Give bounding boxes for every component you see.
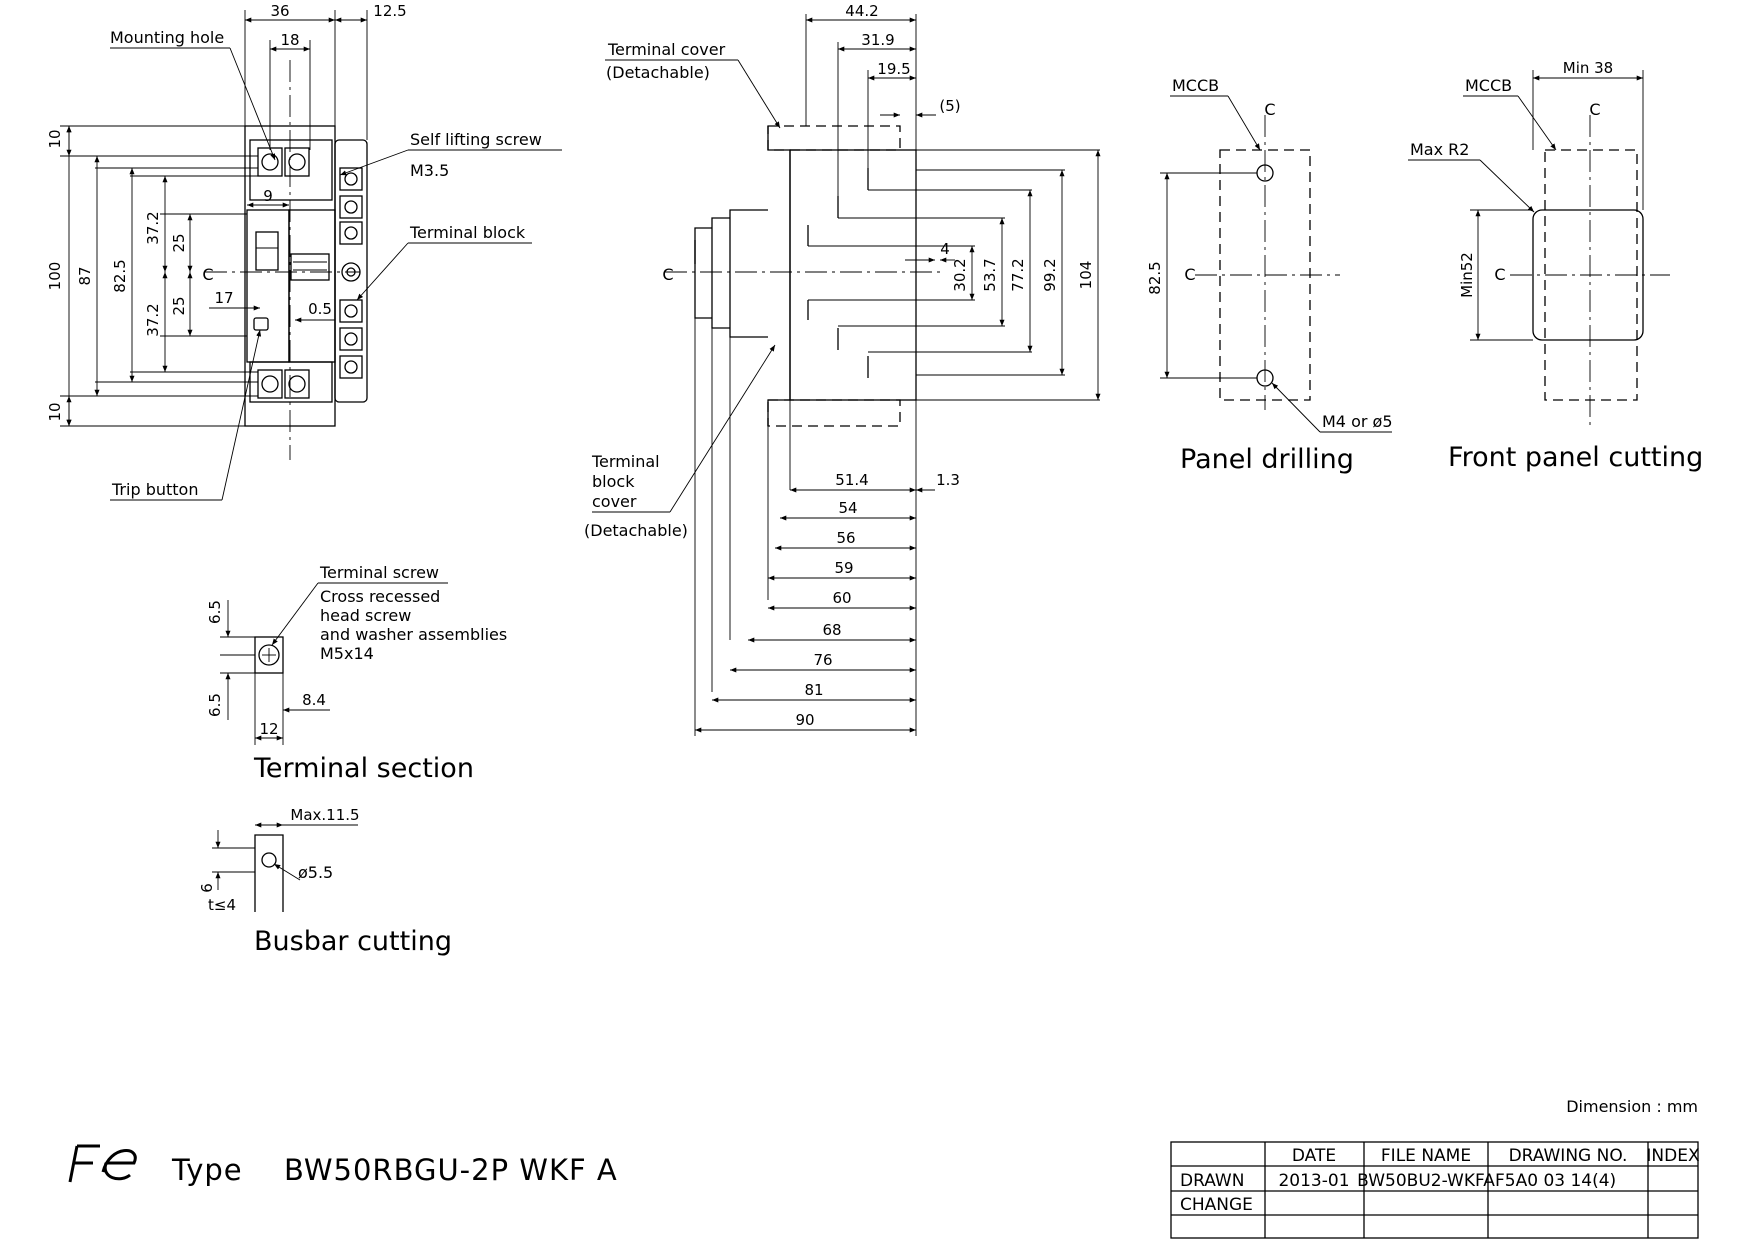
dim-pole-pitch: 18: [280, 31, 299, 49]
dim-lower-37-2: 37.2: [144, 303, 162, 336]
terminal-desc-2: head screw: [320, 606, 411, 625]
terminal-cover-label: Terminal cover: [607, 40, 726, 59]
row-change-label: CHANGE: [1180, 1195, 1253, 1215]
busbar-cutting: Max.11.5 6 t≤4 ø5.5 Busbar cutting: [198, 806, 452, 957]
dim-99-2: 99.2: [1041, 258, 1059, 291]
screw-size-label: M3.5: [410, 161, 449, 180]
type-model: BW50RBGU-2P WKF A: [284, 1153, 618, 1187]
dim-height-100: 100: [46, 262, 64, 291]
dim-terminal-block: 12.5: [373, 2, 406, 20]
tb-cover-label-2: block: [592, 472, 635, 491]
dim-4: 4: [940, 240, 950, 258]
terminal-cover-note: (Detachable): [606, 63, 710, 82]
cutting-min-width: Min 38: [1563, 59, 1613, 77]
cutting-centerline-left: C: [1494, 265, 1505, 284]
dim-90: 90: [795, 711, 814, 729]
dim-lower-25: 25: [170, 296, 188, 315]
header-drawing-no: DRAWING NO.: [1509, 1146, 1628, 1166]
tb-cover-note: (Detachable): [584, 521, 688, 540]
self-lifting-screw-label: Self lifting screw: [410, 130, 542, 149]
fe-logo: [68, 1144, 137, 1183]
drilling-centerline-left: C: [1184, 265, 1195, 284]
dim-104: 104: [1077, 261, 1095, 290]
dim-76: 76: [813, 651, 832, 669]
dim-top-margin: 10: [46, 129, 64, 148]
header-index: INDEX: [1646, 1146, 1700, 1166]
terminal-dim-top: 6.5: [206, 600, 224, 624]
header-file-name: FILE NAME: [1381, 1146, 1471, 1166]
front-view: 36 18 12.5 10 100 87 82.5 37.2 37.2 25 2…: [46, 2, 562, 501]
busbar-max-width: Max.11.5: [290, 806, 359, 824]
terminal-dim-width: 12: [259, 720, 278, 738]
terminal-screw-title: Terminal screw: [319, 563, 439, 582]
header-date: DATE: [1292, 1146, 1336, 1166]
tb-cover-label-1: Terminal: [591, 452, 660, 471]
dim-60: 60: [832, 589, 851, 607]
terminal-block-label: Terminal block: [409, 223, 526, 242]
busbar-thickness: t≤4: [208, 896, 236, 914]
terminal-dim-8-4: 8.4: [302, 691, 326, 709]
mounting-hole-label: Mounting hole: [110, 28, 224, 47]
tb-cover-label-3: cover: [592, 492, 637, 511]
terminal-section: 6.5 6.5 12 8.4 Terminal screw Cross rece…: [206, 563, 507, 784]
side-view: 44.2 31.9 19.5 (5) 4 30.2 53.7 77.2 99.2…: [584, 2, 1101, 736]
dim-gap: 0.5: [308, 300, 332, 318]
dim-1-3: 1.3: [936, 471, 960, 489]
dimension-unit-note: Dimension : mm: [1566, 1097, 1698, 1116]
front-panel-cutting: Min 38 Min52 MCCB Max R2 C C Front panel…: [1408, 59, 1703, 473]
busbar-dim-6: 6: [198, 883, 216, 893]
row-drawn-file: BW50BU2-WKFA: [1357, 1171, 1495, 1191]
row-drawn-date: 2013-01: [1278, 1171, 1349, 1191]
busbar-cutting-caption: Busbar cutting: [254, 926, 452, 957]
dim-77-2: 77.2: [1009, 258, 1027, 291]
cutting-radius-label: Max R2: [1410, 140, 1469, 159]
busbar-hole-label: ø5.5: [298, 863, 333, 882]
panel-drilling: 82.5 MCCB M4 or ø5 C C Panel drilling: [1146, 76, 1393, 475]
dim-upper-25: 25: [170, 233, 188, 252]
terminal-section-caption: Terminal section: [253, 753, 474, 784]
dim-56: 56: [836, 529, 855, 547]
row-drawn-drawing: F5A0 03 14(4): [1495, 1171, 1616, 1191]
panel-drilling-dim: 82.5: [1146, 261, 1164, 294]
dim-68: 68: [822, 621, 841, 639]
panel-drilling-mccb-label: MCCB: [1172, 76, 1219, 95]
dim-upper-37-2: 37.2: [144, 211, 162, 244]
dim-59: 59: [834, 559, 853, 577]
panel-drilling-caption: Panel drilling: [1180, 444, 1354, 475]
terminal-desc-3: and washer assemblies: [320, 625, 507, 644]
dim-depth-44-2: 44.2: [845, 2, 878, 20]
terminal-desc-1: Cross recessed: [320, 587, 440, 606]
cutting-mccb-label: MCCB: [1465, 76, 1512, 95]
dim-bottom-margin: 10: [46, 402, 64, 421]
title-block: DATE FILE NAME DRAWING NO. INDEX DRAWN 2…: [1170, 1141, 1700, 1239]
footer: Dimension : mm Type BW50RBGU-2P WKF A: [68, 1097, 1698, 1187]
dim-30-2: 30.2: [951, 258, 969, 291]
dim-53-7: 53.7: [981, 258, 999, 291]
side-centerline-symbol: C: [662, 265, 673, 284]
dim-width: 36: [270, 2, 289, 20]
terminal-dim-bottom: 6.5: [206, 693, 224, 717]
dim-depth-31-9: 31.9: [861, 31, 894, 49]
drilling-centerline-top: C: [1264, 100, 1275, 119]
front-panel-cutting-caption: Front panel cutting: [1448, 442, 1703, 473]
dim-gap-5: (5): [939, 97, 960, 115]
dim-handle-width: 9: [263, 187, 273, 205]
dim-54: 54: [838, 499, 857, 517]
dim-depth-19-5: 19.5: [877, 60, 910, 78]
terminal-desc-4: M5x14: [320, 644, 374, 663]
trip-button-label: Trip button: [111, 480, 198, 499]
front-centerline-symbol: C: [202, 265, 213, 284]
dim-height-87: 87: [76, 266, 94, 285]
dim-trip-offset: 17: [214, 289, 233, 307]
dim-height-82-5: 82.5: [111, 259, 129, 292]
row-drawn-label: DRAWN: [1180, 1171, 1244, 1191]
panel-drilling-hole-label: M4 or ø5: [1322, 412, 1393, 431]
cutting-min-height: Min52: [1458, 252, 1476, 298]
cutting-centerline-top: C: [1589, 100, 1600, 119]
dim-51-4: 51.4: [835, 471, 868, 489]
type-prefix: Type: [171, 1153, 243, 1187]
dim-81: 81: [804, 681, 823, 699]
